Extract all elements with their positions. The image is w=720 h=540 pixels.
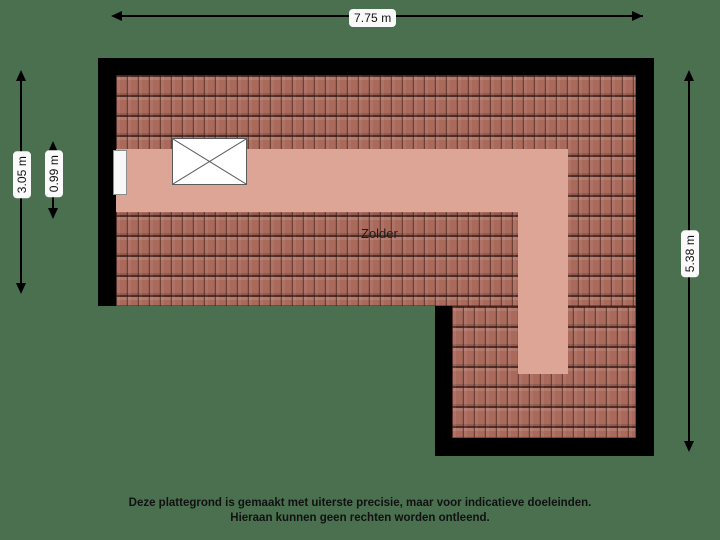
footer-line-2: Hieraan kunnen geen rechten worden ontle…	[230, 512, 490, 524]
x-cross-icon	[173, 139, 246, 184]
room-label-zolder: Zolder	[361, 226, 398, 241]
dimension-right-label: 5.38 m	[681, 230, 699, 278]
footer-line-1: Deze plattegrond is gemaakt met uiterste…	[128, 497, 592, 509]
dimension-left-outer-label: 3.05 m	[13, 151, 31, 199]
arrow-down-icon	[48, 208, 58, 219]
arrow-up-icon	[48, 141, 58, 152]
building-outline: Zolder	[98, 58, 654, 456]
arrow-down-icon	[684, 441, 694, 452]
arrow-up-icon	[684, 70, 694, 81]
arrow-right-icon	[632, 11, 643, 21]
wall-window-raam	[113, 150, 127, 195]
arrow-down-icon	[16, 283, 26, 294]
floor-area-vertical	[518, 149, 568, 374]
footer-disclaimer: Deze plattegrond is gemaakt met uiterste…	[0, 496, 720, 526]
skylight-dakraam	[172, 138, 247, 185]
arrow-up-icon	[16, 70, 26, 81]
dimension-left-inner-label: 0.99 m	[45, 150, 63, 198]
roof-tiles-lower-right	[452, 306, 636, 438]
arrow-left-icon	[111, 11, 122, 21]
dimension-top-label: 7.75 m	[349, 9, 397, 27]
